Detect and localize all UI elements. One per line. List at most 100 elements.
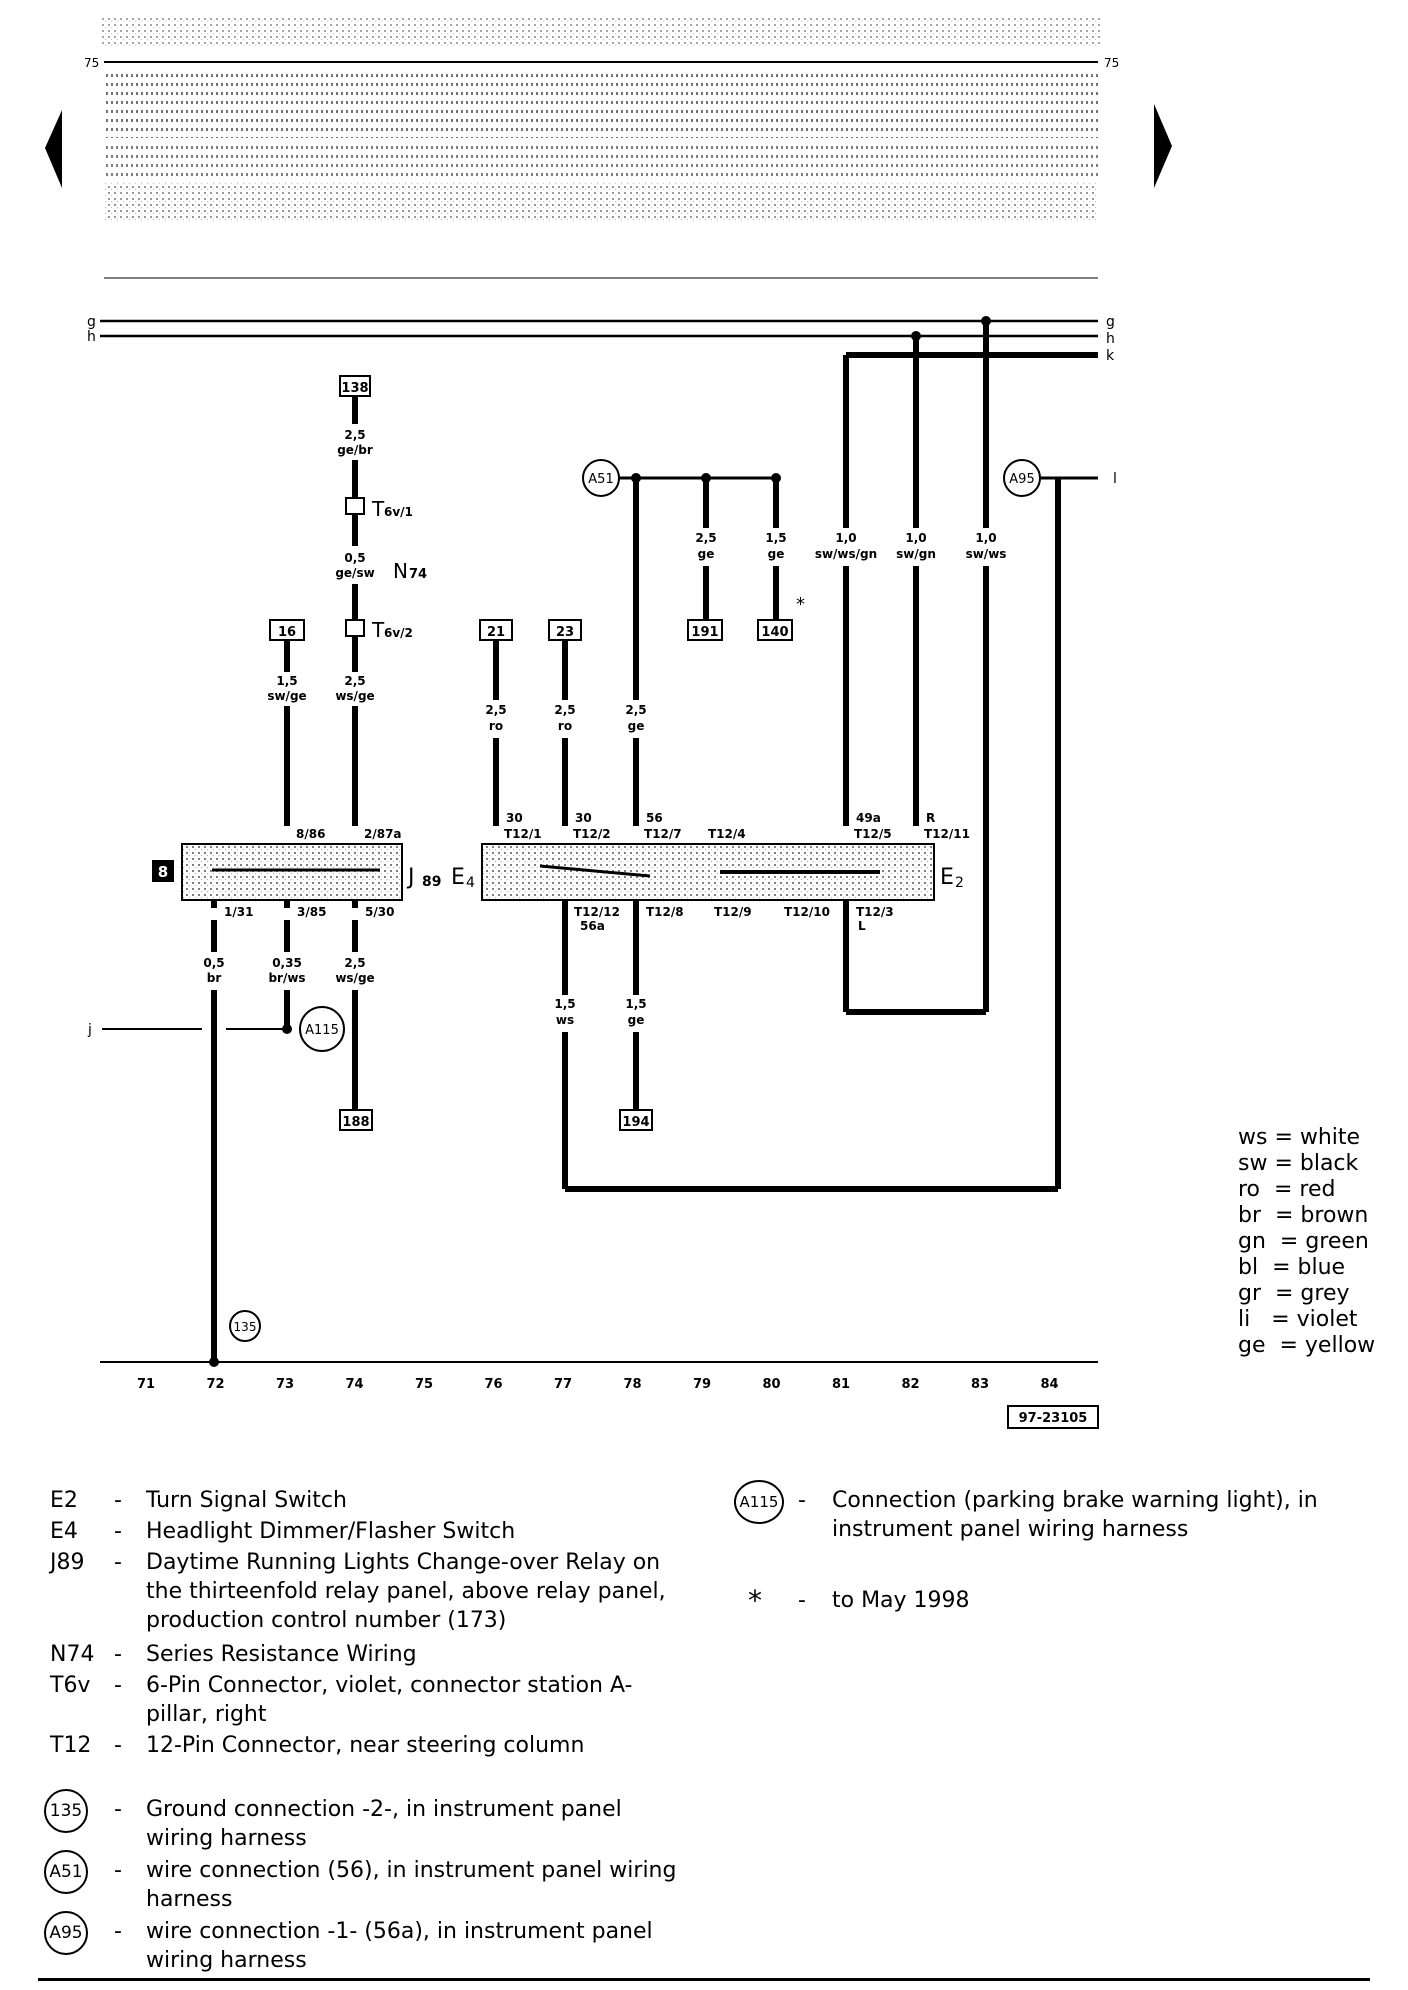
box-194: 194 bbox=[622, 1115, 649, 1130]
wire-color-23: ro bbox=[558, 719, 572, 733]
wire-color-83: sw/ws bbox=[966, 547, 1007, 561]
ground-number: 76 bbox=[484, 1377, 502, 1392]
abbreviation-row: li = violet bbox=[1238, 1307, 1358, 1332]
svg-text:T12/8: T12/8 bbox=[646, 905, 684, 919]
svg-text:30: 30 bbox=[506, 811, 523, 825]
label-n74: N bbox=[393, 559, 408, 583]
wire-color-82: sw/gn bbox=[896, 547, 936, 561]
ground-number: 73 bbox=[276, 1377, 294, 1392]
label-j89: J bbox=[406, 865, 415, 890]
wire-color-74top: ws/ge bbox=[335, 689, 374, 703]
prev-page-arrow-icon[interactable] bbox=[45, 110, 62, 188]
abbreviation-row: ge = yellow bbox=[1238, 1333, 1376, 1358]
svg-text:56: 56 bbox=[646, 811, 663, 825]
legend-dash: - bbox=[798, 1488, 806, 1513]
pin-5-30: 5/30 bbox=[365, 905, 394, 919]
wires-below-j89: 0,5 br 135 j 0,35 br/ws A115 2,5 ws/ge 1… bbox=[87, 920, 375, 1367]
svg-text:T12/3: T12/3 bbox=[856, 905, 894, 919]
pin-2-87a: 2/87a bbox=[364, 827, 402, 841]
wire-73: 16 1,5 sw/ge bbox=[267, 619, 307, 826]
connection-a115-icon: A115 bbox=[305, 1023, 339, 1038]
ground-number: 83 bbox=[971, 1377, 989, 1392]
legend-code: E4 bbox=[50, 1519, 78, 1544]
svg-text:L: L bbox=[858, 919, 866, 933]
svg-text:T12/10: T12/10 bbox=[784, 905, 830, 919]
label-e4-sub: 4 bbox=[466, 875, 475, 891]
legend-code: * bbox=[748, 1584, 762, 1617]
header-marker-right: 75 bbox=[1104, 56, 1119, 70]
bus-label-l: l bbox=[1113, 471, 1117, 487]
bus-label-g-right: g bbox=[1106, 314, 1115, 330]
legend-text: to May 1998 bbox=[832, 1588, 970, 1613]
label-e2: E bbox=[940, 865, 954, 890]
box-16: 16 bbox=[278, 625, 296, 640]
box-138: 138 bbox=[341, 381, 368, 396]
header-strip: 75 75 bbox=[84, 18, 1119, 279]
legend-text: Series Resistance Wiring bbox=[146, 1642, 417, 1667]
legend-text: 6-Pin Connector, violet, connector stati… bbox=[146, 1673, 633, 1727]
fuse-8-label: 8 bbox=[158, 863, 168, 881]
label-t6v1-sub: 6v/1 bbox=[384, 505, 413, 519]
label-t6v1: T bbox=[371, 497, 385, 521]
legend-code: N74 bbox=[50, 1642, 95, 1667]
legend-dash: - bbox=[114, 1488, 122, 1513]
legend-circle-icon: A115 bbox=[734, 1480, 784, 1524]
ground-number: 82 bbox=[901, 1377, 919, 1392]
wire-color-21: ro bbox=[489, 719, 503, 733]
bus-label-j: j bbox=[87, 1022, 92, 1038]
legend-circle-icon: A51 bbox=[44, 1850, 88, 1894]
wire-size-138: 2,5 bbox=[344, 428, 365, 442]
ground-number: 78 bbox=[623, 1377, 641, 1392]
box-188: 188 bbox=[342, 1115, 369, 1130]
legend-dash: - bbox=[114, 1919, 122, 1944]
wire-size-77bot: 1,5 bbox=[554, 997, 575, 1011]
svg-text:30: 30 bbox=[575, 811, 592, 825]
label-t6v2: T bbox=[371, 618, 385, 642]
wires-e4-top: 21 2,5 ro 23 2,5 ro A51 2,5 ge 2,5 ge 19… bbox=[479, 459, 805, 826]
wire-size-140: 1,5 bbox=[765, 531, 786, 545]
label-t6v2-sub: 6v/2 bbox=[384, 626, 413, 640]
legend-text: wire connection (56), in instrument pane… bbox=[146, 1858, 677, 1912]
box-140: 140 bbox=[761, 625, 788, 640]
legend-dash: - bbox=[114, 1858, 122, 1883]
next-page-arrow-icon[interactable] bbox=[1154, 104, 1172, 188]
connector-t6v2-icon bbox=[345, 619, 365, 637]
switch-e4-e2: 30 30 56 49a R T12/1 T12/2 T12/7 T12/4 T… bbox=[451, 811, 970, 933]
legend-dash: - bbox=[798, 1588, 806, 1613]
abbreviation-row: ro = red bbox=[1238, 1177, 1336, 1202]
wire-size-23: 2,5 bbox=[554, 703, 575, 717]
svg-text:49a: 49a bbox=[856, 811, 881, 825]
wire-size-81: 1,0 bbox=[835, 531, 856, 545]
wire-color-16: sw/ge bbox=[267, 689, 306, 703]
svg-text:T12/11: T12/11 bbox=[924, 827, 970, 841]
legend-text: Connection (parking brake warning light)… bbox=[832, 1488, 1318, 1542]
wire-size-73: 0,35 bbox=[272, 956, 302, 970]
wire-size-72: 0,5 bbox=[203, 956, 224, 970]
ground-number: 71 bbox=[137, 1377, 155, 1392]
box-23: 23 bbox=[556, 625, 574, 640]
wire-color-74bot: ws/ge bbox=[335, 971, 374, 985]
relay-j89: 8/86 2/87a J 89 8 1/31 3/85 5/30 bbox=[152, 827, 441, 919]
wire-size-78top: 2,5 bbox=[625, 703, 646, 717]
legend-circle-icon: 135 bbox=[44, 1789, 88, 1833]
doc-number-box bbox=[1007, 1405, 1099, 1429]
wire-size-21: 2,5 bbox=[485, 703, 506, 717]
wire-color-191: ge bbox=[698, 547, 715, 561]
bus-label-k-right: k bbox=[1106, 348, 1115, 364]
bus-label-h-right: h bbox=[1106, 331, 1115, 347]
ground-number: 72 bbox=[206, 1377, 224, 1392]
footnote-star: * bbox=[796, 594, 805, 615]
legend-dash: - bbox=[114, 1733, 122, 1758]
bus-lines: g h g h k bbox=[87, 314, 1115, 364]
wire-size-n74: 0,5 bbox=[344, 551, 365, 565]
legend-code: E2 bbox=[50, 1488, 78, 1513]
header-marker-left: 75 bbox=[84, 56, 99, 70]
abbreviation-row: ws = white bbox=[1238, 1125, 1361, 1150]
wire-color-77bot: ws bbox=[556, 1013, 574, 1027]
wire-size-82: 1,0 bbox=[905, 531, 926, 545]
box-21: 21 bbox=[487, 625, 505, 640]
legend-dash: - bbox=[114, 1797, 122, 1822]
wire-color-81: sw/ws/gn bbox=[815, 547, 877, 561]
abbreviation-row: sw = black bbox=[1238, 1151, 1359, 1176]
legend-text: Headlight Dimmer/Flasher Switch bbox=[146, 1519, 516, 1544]
